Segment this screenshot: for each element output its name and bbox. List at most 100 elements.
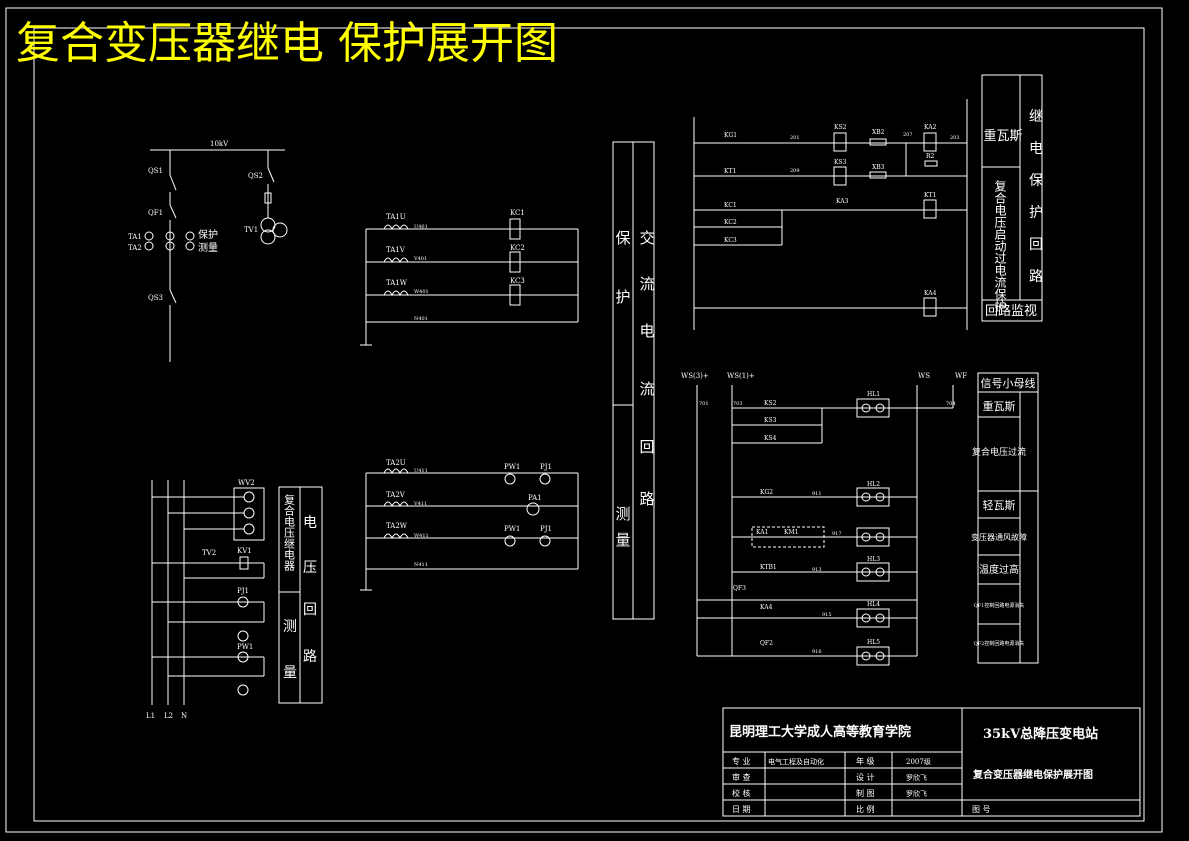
fuse-tv2: TV2 bbox=[202, 549, 216, 557]
tb-label-review: 审 查 bbox=[732, 772, 751, 782]
sig-label-overcurrent: 复合电压过流 bbox=[972, 446, 1026, 458]
tb-value-draw: 罗欣飞 bbox=[906, 789, 927, 798]
relay-col-2: 保 bbox=[1029, 173, 1043, 189]
bus-ws: WS bbox=[918, 372, 930, 380]
label-qs3: QS3 bbox=[148, 294, 163, 302]
coil-ks3: KS3 bbox=[834, 159, 847, 166]
ac-col1-0: 保 bbox=[615, 229, 630, 247]
ct-ta2w: TA2W bbox=[386, 522, 408, 530]
ac-col2-2: 电 bbox=[639, 322, 654, 340]
lamp-hl3: HL3 bbox=[867, 556, 880, 563]
label-protect: 保护 bbox=[198, 228, 218, 241]
node-915: 915 bbox=[822, 612, 832, 618]
sig-label-heavy-gas: 重瓦斯 bbox=[983, 399, 1016, 413]
v-col2-1: 量 bbox=[283, 665, 297, 681]
bus-n: N bbox=[181, 712, 187, 720]
drawing-title: 复合变压器继电保护展开图 bbox=[972, 768, 1093, 781]
coil-ka4: KA4 bbox=[924, 290, 937, 297]
ac-col1-1: 护 bbox=[615, 288, 630, 306]
relay-label-overcurrent: 复合电压启动过电流保护 bbox=[993, 180, 1007, 312]
contact-ka3: KA3 bbox=[836, 198, 849, 205]
relay-kc3: KC3 bbox=[510, 277, 525, 285]
relay-label-heavy-gas: 重瓦斯 bbox=[983, 128, 1022, 144]
ac-current-panel: 保 护 测 量 交 流 电 流 回 路 bbox=[612, 141, 655, 620]
sig-label-overtemp: 温度过高 bbox=[979, 563, 1019, 576]
contact-kt1: KT1 bbox=[724, 168, 736, 175]
ct-ta1u: TA1U bbox=[386, 213, 406, 221]
lamp-hl4: HL4 bbox=[867, 601, 880, 608]
meter-pw1: PW1 bbox=[504, 463, 520, 471]
meter-pj1b: PJ1 bbox=[540, 525, 552, 533]
bus-ws3: WS(3)+ bbox=[681, 372, 709, 380]
node-w401: W401 bbox=[414, 289, 429, 295]
meter-pj1-v: PJ1 bbox=[237, 587, 249, 595]
node-u401: U401 bbox=[414, 224, 428, 230]
sig-qf2: QF2 bbox=[760, 640, 773, 647]
tb-label-design: 设 计 bbox=[856, 772, 875, 782]
node-913: 913 bbox=[812, 567, 822, 573]
single-line-diagram: 10kV QS1 QF1 TA1 TA2 QS3 QS2 TV1 保护 测量 bbox=[128, 140, 288, 362]
bus-node-704: 704 bbox=[946, 401, 956, 407]
v-col1-0: 电 bbox=[303, 515, 317, 531]
ct-measurement-circuit: TA2U TA2V TA2W PW1 PA1 PW1 PJ1 PJ1 U411 … bbox=[360, 459, 579, 591]
tb-label-grade: 年 级 bbox=[856, 756, 875, 766]
bus-label: 10kV bbox=[210, 140, 229, 148]
relay-label-monitor: 回路监视 bbox=[985, 303, 1037, 319]
ct-ta2u: TA2U bbox=[386, 459, 406, 467]
outer-border bbox=[5, 7, 1163, 833]
sig-ka1: KA1 bbox=[756, 529, 768, 536]
node-n411: N411 bbox=[414, 562, 428, 568]
node-w411: W411 bbox=[414, 533, 429, 539]
node-209: 209 bbox=[790, 168, 800, 174]
institution: 昆明理工大学成人高等教育学院 bbox=[729, 724, 911, 740]
sig-label-light-gas: 轻瓦斯 bbox=[983, 498, 1016, 512]
inner-border bbox=[33, 27, 1145, 822]
contact-kc3: KC3 bbox=[724, 237, 737, 244]
ct-ta1v: TA1V bbox=[386, 246, 406, 254]
relay-col-4: 回 bbox=[1029, 237, 1043, 253]
label-qs2: QS2 bbox=[248, 172, 263, 180]
node-u411: U411 bbox=[414, 468, 428, 474]
sig-qf3: QF3 bbox=[733, 585, 746, 592]
res-xb3: XB3 bbox=[872, 164, 885, 171]
sig-label-bus: 信号小母线 bbox=[981, 376, 1036, 390]
lamp-hl2: HL2 bbox=[867, 481, 880, 488]
sig-label-fan-fault: 变压器通风故障 bbox=[971, 532, 1027, 542]
relay-col-0: 继 bbox=[1029, 109, 1043, 125]
relay-kc2: KC2 bbox=[510, 244, 525, 252]
tb-label-major: 专 业 bbox=[732, 756, 751, 766]
drawing-no-label: 图 号 bbox=[972, 805, 991, 814]
sig-ka4: KA4 bbox=[760, 604, 773, 611]
bus-node-701: 701 bbox=[699, 401, 709, 407]
tb-label-scale: 比 例 bbox=[856, 804, 875, 814]
relay-col-1: 电 bbox=[1029, 141, 1043, 157]
sig-label-qf1: QF1控制回路电源消失 bbox=[974, 602, 1025, 609]
ac-col2-1: 流 bbox=[639, 275, 654, 293]
label-qs1: QS1 bbox=[148, 167, 163, 175]
sig-ks3: KS3 bbox=[764, 417, 777, 424]
sig-kg2: KG2 bbox=[760, 489, 773, 496]
bus-l1: L1 bbox=[146, 712, 155, 720]
sig-km1: KM1 bbox=[784, 529, 798, 536]
label-qf1: QF1 bbox=[148, 209, 163, 217]
bus-l2: L2 bbox=[164, 712, 173, 720]
relay-ka2: KA2 bbox=[924, 124, 937, 131]
device-wv2: WV2 bbox=[238, 479, 255, 487]
bus-wf: WF bbox=[955, 372, 967, 380]
tb-label-draw: 制 图 bbox=[856, 788, 875, 798]
sig-ks4: KS4 bbox=[764, 435, 777, 442]
ct-protection-circuit: TA1U TA1V TA1W KC1 KC2 KC3 U401 V401 W40… bbox=[360, 209, 579, 346]
ac-col1-2: 测 bbox=[615, 505, 630, 523]
v-col1-1: 压 bbox=[303, 560, 317, 576]
bus-node-703: 703 bbox=[733, 401, 743, 407]
lamp-hl1: HL1 bbox=[867, 391, 880, 398]
lamp-hl5: HL5 bbox=[867, 639, 880, 646]
sig-ks2: KS2 bbox=[764, 400, 777, 407]
signal-circuit: WS(3)+ WS(1)+ WS WF 701 703 704 KS2 KS3 … bbox=[681, 372, 1039, 666]
node-v411: V411 bbox=[413, 501, 427, 507]
coil-ks2: KS2 bbox=[834, 124, 847, 131]
meter-pa1: PA1 bbox=[528, 494, 542, 502]
meter-pj1: PJ1 bbox=[540, 463, 552, 471]
tb-label-check: 校 核 bbox=[732, 788, 751, 798]
